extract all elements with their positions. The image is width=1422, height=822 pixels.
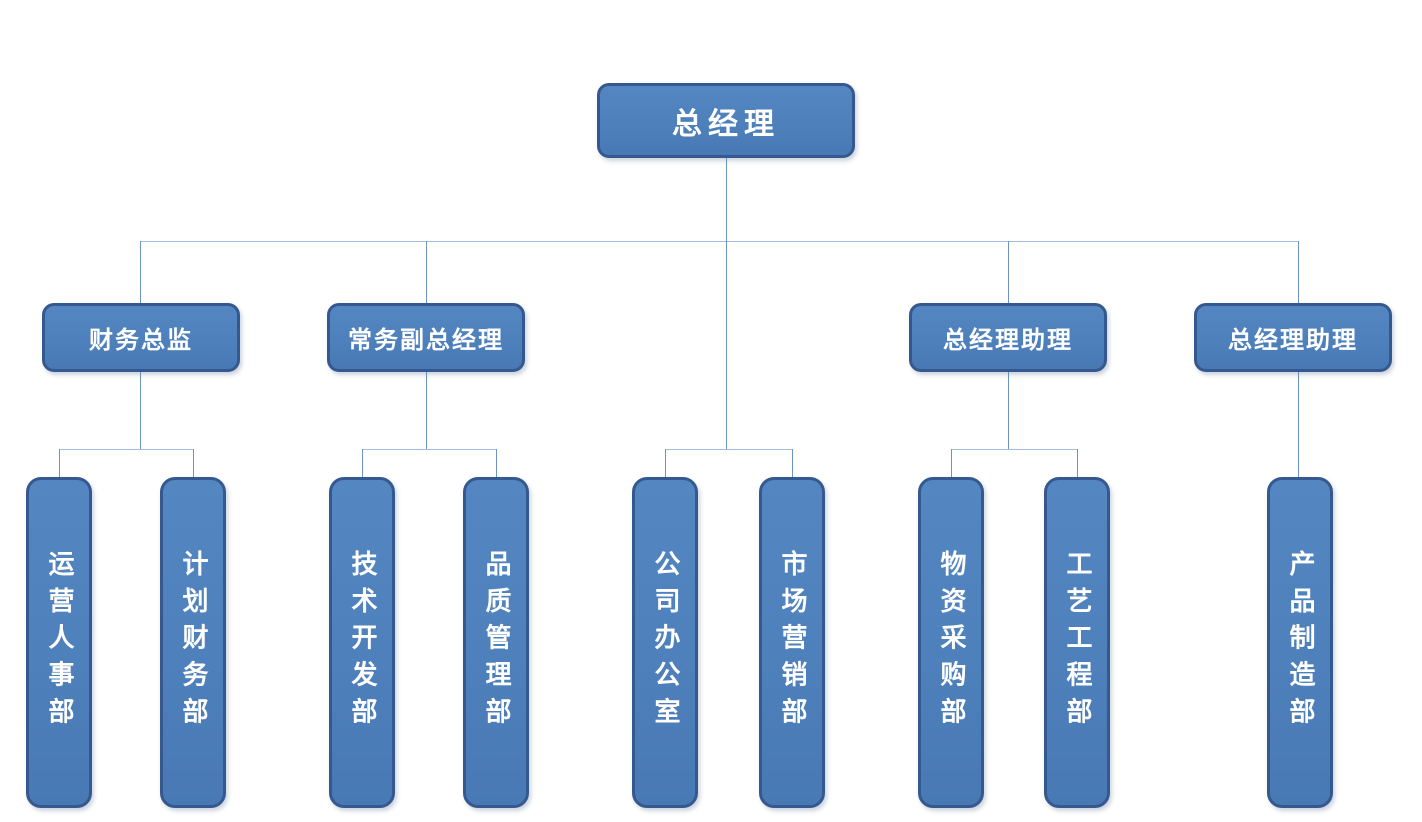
connector-main-bus (140, 241, 1298, 242)
node-general-manager-label: 总经理 (672, 106, 780, 142)
node-dept-process-engineering: 工艺工程部 (1044, 477, 1110, 808)
node-gm-assistant-1-label: 总经理助理 (943, 325, 1073, 354)
connector-drop-dept-8 (1077, 449, 1078, 477)
subbus-center (665, 449, 792, 450)
connector-drop-deputy-gm (426, 241, 427, 303)
node-gm-assistant-2: 总经理助理 (1194, 303, 1392, 372)
node-dept-tech-development: 技术开发部 (329, 477, 395, 808)
node-general-manager: 总经理 (597, 83, 855, 158)
connector-drop-dept-5 (665, 449, 666, 477)
connector-deputy-gm-down (426, 372, 427, 449)
node-dept-quality-management: 品质管理部 (463, 477, 529, 808)
node-dept-planning-finance-label: 计划财务部 (178, 550, 208, 735)
connector-gm-assistant-1-down (1008, 372, 1009, 449)
connector-drop-dept-7 (951, 449, 952, 477)
node-dept-company-office-label: 公司办公室 (650, 550, 680, 735)
connector-drop-dept-2 (193, 449, 194, 477)
connector-drop-dept-3 (362, 449, 363, 477)
node-dept-marketing-label: 市场营销部 (777, 550, 807, 735)
connector-drop-center (726, 241, 727, 449)
node-dept-operations-hr: 运营人事部 (26, 477, 92, 808)
node-dept-planning-finance: 计划财务部 (160, 477, 226, 808)
node-dept-marketing: 市场营销部 (759, 477, 825, 808)
node-gm-assistant-1: 总经理助理 (909, 303, 1107, 372)
node-dept-company-office: 公司办公室 (632, 477, 698, 808)
connector-root-drop (726, 158, 727, 241)
node-gm-assistant-2-label: 总经理助理 (1228, 325, 1358, 354)
node-dept-quality-management-label: 品质管理部 (481, 550, 511, 735)
subbus-finance (59, 449, 193, 450)
subbus-assistant1 (951, 449, 1077, 450)
connector-drop-finance-director (140, 241, 141, 303)
connector-finance-director-down (140, 372, 141, 449)
node-dept-material-procurement: 物资采购部 (918, 477, 984, 808)
node-dept-operations-hr-label: 运营人事部 (44, 550, 74, 735)
node-dept-product-manufacturing-label: 产品制造部 (1285, 550, 1315, 735)
connector-drop-gm-assistant-1 (1008, 241, 1009, 303)
node-deputy-general-manager-label: 常务副总经理 (348, 325, 504, 354)
node-dept-tech-development-label: 技术开发部 (347, 550, 377, 735)
node-dept-product-manufacturing: 产品制造部 (1267, 477, 1333, 808)
connector-drop-dept-4 (496, 449, 497, 477)
node-deputy-general-manager: 常务副总经理 (327, 303, 525, 372)
connector-drop-dept-6 (792, 449, 793, 477)
node-finance-director: 财务总监 (42, 303, 240, 372)
subbus-deputy (362, 449, 496, 450)
node-finance-director-label: 财务总监 (89, 325, 193, 354)
connector-drop-dept-1 (59, 449, 60, 477)
node-dept-process-engineering-label: 工艺工程部 (1062, 550, 1092, 735)
connector-drop-gm-assistant-2 (1298, 241, 1299, 303)
node-dept-material-procurement-label: 物资采购部 (936, 550, 966, 735)
connector-gm-assistant-2-down (1298, 372, 1299, 477)
